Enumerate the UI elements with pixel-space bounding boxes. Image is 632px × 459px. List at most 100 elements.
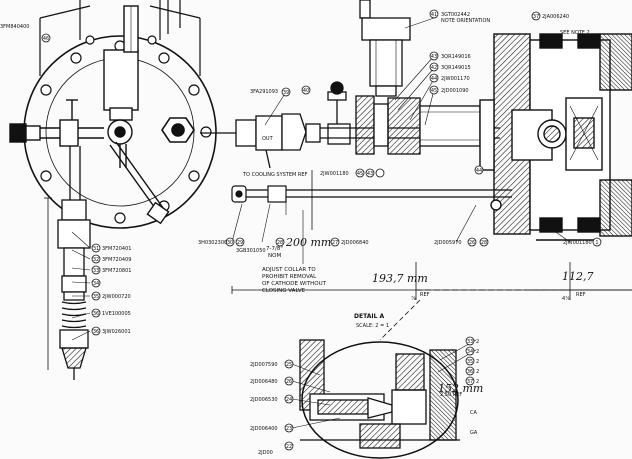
balloon-36-b: 36 <box>93 329 99 335</box>
balloon-30: 30 <box>227 240 233 246</box>
balloon-34: 34 <box>93 281 99 287</box>
note-collar-1: ADJUST COLLAR TO <box>262 267 316 273</box>
balloon-42: 42 <box>431 65 437 71</box>
part-label-30: 3H0302300 <box>198 240 227 246</box>
balloon-43: 43 <box>431 54 437 60</box>
leader-lines <box>71 17 571 429</box>
balloon-22: 22 <box>286 444 292 450</box>
part-label-26-detail: 2JD006480 <box>250 379 278 385</box>
cooling-fitting <box>200 81 351 169</box>
part-label-43: 3QR149016 <box>441 54 471 60</box>
note-nom-value: 7-7/8" <box>266 246 283 252</box>
part-label-26: 2JD005970 <box>434 240 462 246</box>
balloon-35: 35 <box>93 294 99 300</box>
note-collar-4: CLOSING VALVE <box>262 288 306 294</box>
balloon-29: 29 <box>237 240 243 246</box>
drawing-notes: OUT 7-7/8" NOM ADJUST COLLAR TO PROHIBIT… <box>262 136 586 436</box>
balloon-33-detail: 33 <box>467 339 473 345</box>
handwritten-152mm: 152 mm <box>438 382 483 395</box>
top-column <box>359 0 411 97</box>
balloon-45-b: 45 <box>357 171 363 177</box>
balloon-numbers: 41 37 46 39 40 43 42 44 45 44 45 43 30 2… <box>43 12 599 450</box>
dimension-lines <box>231 262 632 341</box>
part-label-top-left: 3FM840400 <box>0 24 29 30</box>
handwritten-193mm: 193,7 mm <box>372 272 428 285</box>
part-labels: 3FM840400 3GT002442 NOTE ORIENTATION 2JA… <box>0 12 592 456</box>
part-label-31: 3FM720401 <box>102 246 131 252</box>
balloon-41: 41 <box>431 12 437 18</box>
balloon-27: 27 <box>332 240 338 246</box>
part-label-33-detail: 2 <box>476 339 479 345</box>
note-collar-2: PROHIBIT REMOVAL <box>262 274 317 280</box>
valve-assembly <box>9 5 170 225</box>
detail-ref: 2.50 REF <box>440 392 462 398</box>
note-see-note: SEE NOTE 2 <box>560 30 590 36</box>
balloon-46: 46 <box>43 36 49 42</box>
balloon-39: 39 <box>283 90 289 96</box>
part-label-29: 3GB301050 <box>236 248 266 254</box>
part-label-45: 2JD001090 <box>441 88 469 94</box>
dim-ref-right-value: 4⅞ <box>562 296 570 302</box>
detail-scale: SCALE: 2 = 1 <box>356 323 389 329</box>
part-label-27: 2JD006840 <box>341 240 369 246</box>
part-label-41: 3GT002442 <box>441 12 470 18</box>
note-collar-3: OF CATHODE WITHOUT <box>262 281 327 287</box>
part-label-37-detail: 2 <box>476 379 479 385</box>
part-label-42: 3QR149015 <box>441 65 471 71</box>
note-orientation: NOTE ORIENTATION <box>441 18 490 24</box>
part-label-wet: 2JW001180 <box>320 171 349 177</box>
detail-ca: CA <box>470 410 477 416</box>
handwritten-112: 112,7 <box>562 270 594 283</box>
balloon-36: 36 <box>93 311 99 317</box>
part-label-39: 3FA291093 <box>250 89 278 95</box>
balloon-37: 37 <box>533 14 539 20</box>
note-out: OUT <box>262 136 274 142</box>
dim-ref-right: REF <box>576 292 586 298</box>
detail-a <box>299 339 460 459</box>
part-label-44: 2JW001170 <box>441 76 470 82</box>
part-label-24: 2JD006530 <box>250 397 278 403</box>
part-label-34: 2JW000720 <box>102 294 131 300</box>
part-label-35-detail: 2 <box>476 359 479 365</box>
part-label-36: 3JW026001 <box>102 329 131 335</box>
flange-nut <box>161 117 195 143</box>
balloon-34-detail: 34 <box>467 349 473 355</box>
right-body <box>479 33 632 241</box>
dim-ref-left-value: ⅞ <box>411 296 416 302</box>
balloon-1: 1 <box>595 240 598 246</box>
balloon-32: 32 <box>93 257 99 263</box>
balloon-40: 40 <box>303 88 309 94</box>
balloon-43-b: 43 <box>367 171 373 177</box>
balloon-44: 44 <box>431 76 437 82</box>
vertical-pipe-assembly <box>44 146 91 380</box>
cathode-rod <box>231 170 512 264</box>
part-label-23: 2JD006400 <box>250 426 278 432</box>
detail-title: DETAIL A <box>354 313 384 320</box>
dim-ref-left: REF <box>420 292 430 298</box>
balloon-23: 23 <box>286 426 292 432</box>
balloon-26: 26 <box>469 240 475 246</box>
note-nom-label: NOM <box>268 253 281 259</box>
part-label-35: 1VE100005 <box>102 311 131 317</box>
part-label-34-detail: 2 <box>476 349 479 355</box>
part-label-1: 2JW001180 <box>563 240 592 246</box>
balloon-33: 33 <box>93 268 99 274</box>
handwritten-notes: 200 mm 193,7 mm 112,7 152 mm <box>285 236 594 395</box>
balloon-24: 24 <box>286 397 292 403</box>
part-label-32: 3FM720409 <box>102 257 131 263</box>
balloon-28: 28 <box>277 240 283 246</box>
balloon-25: 25 <box>286 362 292 368</box>
part-label-37: 2JA006240 <box>542 14 569 20</box>
part-label-25: 2JD007590 <box>250 362 278 368</box>
balloon-37-detail: 37 <box>467 379 473 385</box>
balloon-35-detail: 35 <box>467 359 473 365</box>
part-label-36-detail: 2 <box>476 369 479 375</box>
note-cooling: TO COOLING SYSTEM REF <box>242 172 308 178</box>
part-label-33: 3FM720801 <box>102 268 131 274</box>
balloon-28-b: 28 <box>481 240 487 246</box>
balloon-45: 45 <box>431 88 437 94</box>
part-label-bottom: 2JD00 <box>258 450 273 456</box>
balloon-31: 31 <box>93 246 99 252</box>
